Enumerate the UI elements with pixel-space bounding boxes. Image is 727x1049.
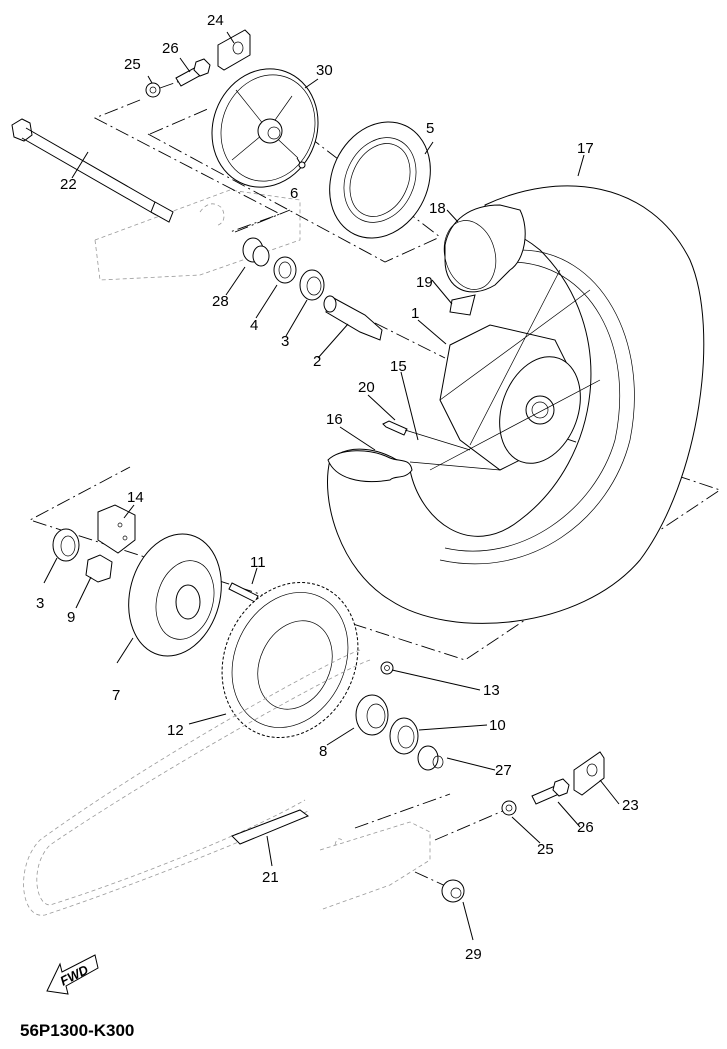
part-valve-20 [382,420,408,436]
part-oil-seal-4 [273,256,297,284]
part-nut-25-lower [501,800,517,816]
part-tire-17 [327,185,705,624]
part-brake-plate-30 [211,68,319,188]
callout-24: 24 [207,12,224,29]
part-bolt-26-top [175,58,211,87]
part-stud-11 [228,582,259,603]
callout-26-top: 26 [162,40,179,57]
part-oil-seal-10 [389,717,419,755]
diagram-code: 56P1300-K300 [20,1021,134,1040]
leader-lines [43,31,620,941]
swingarm-ghost-lower [319,793,506,911]
part-puller-23 [573,751,605,796]
callout-15: 15 [390,358,407,375]
part-rim-band-19 [449,294,476,316]
part-bolt-6 [298,161,306,169]
part-puller-24 [217,29,251,71]
callout-8: 8 [319,743,327,760]
callout-10: 10 [489,717,506,734]
callout-5: 5 [426,120,434,137]
part-nut-25-top [145,82,161,98]
part-damper-14 [97,504,136,554]
swingarm-ghost-upper [94,189,301,281]
fwd-direction-arrow: FWD [46,954,99,995]
callout-2: 2 [313,353,321,370]
callout-28: 28 [212,293,229,310]
callout-23: 23 [622,797,639,814]
part-rim-16 [327,249,635,565]
callout-26-lower: 26 [577,819,594,836]
part-tube-18 [443,204,526,293]
part-spacer-2 [323,295,383,341]
callout-6: 6 [290,185,298,202]
part-collar-28 [242,237,270,267]
callout-1: 1 [411,305,419,322]
callout-12: 12 [167,722,184,739]
part-collar-9 [85,554,113,583]
callout-22: 22 [60,176,77,193]
part-brake-disc-5 [329,121,431,239]
callout-17: 17 [577,140,594,157]
part-axle-22 [11,118,174,223]
part-bearing-3-lower [52,528,80,562]
callout-29: 29 [465,946,482,963]
callout-25-lower: 25 [537,841,554,858]
part-bearing-8 [355,694,389,736]
callout-labels: 24 26 25 30 5 6 22 17 18 19 1 28 4 3 2 1… [36,12,639,963]
callout-21: 21 [262,869,279,886]
callout-7: 7 [112,687,120,704]
part-chain-21 [23,649,371,916]
callout-3-upper: 3 [281,333,289,350]
callout-3-lower: 3 [36,595,44,612]
callout-19: 19 [416,274,433,291]
callout-13-text: 13 [483,682,500,699]
part-bearing-3-upper [299,269,325,301]
part-clutch-hub-7 [128,533,222,657]
callout-18: 18 [429,200,446,217]
part-nut-13 [380,661,394,675]
callout-20: 20 [358,379,375,396]
part-collar-27 [417,745,444,771]
callout-14: 14 [127,489,144,506]
callout-16: 16 [326,411,343,428]
callout-27: 27 [495,762,512,779]
callout-30: 30 [316,62,333,79]
callout-25-top: 25 [124,56,141,73]
callout-11: 11 [250,554,266,571]
part-hub-1 [429,269,601,471]
callout-9: 9 [67,609,75,626]
part-bolt-26-lower [531,778,570,805]
callout-4: 4 [250,317,258,334]
part-sprocket-12 [221,581,359,739]
part-axle-nut-29 [441,879,465,903]
